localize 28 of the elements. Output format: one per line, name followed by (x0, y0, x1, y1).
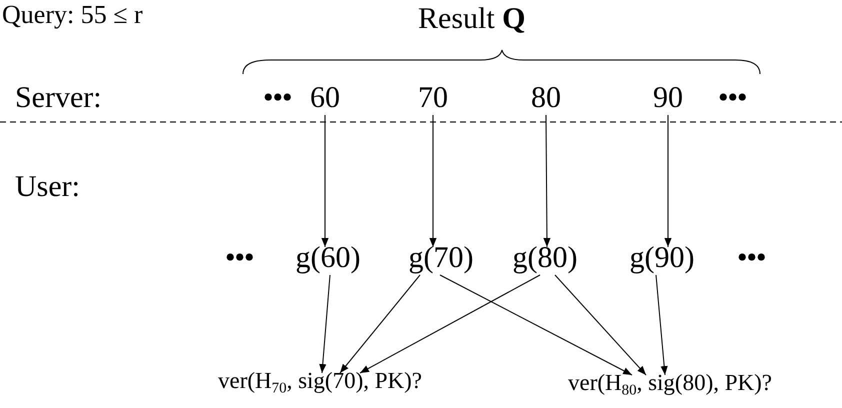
text-label: Result Q (418, 4, 526, 34)
arrow (340, 274, 420, 374)
value-text: g(80) (512, 243, 578, 273)
ellipsis-mark: ••• (718, 83, 747, 113)
arrow (664, 114, 672, 248)
arrow (543, 114, 551, 248)
arrow (319, 274, 330, 374)
text-label: Query: 55 ≤ r (2, 2, 143, 28)
verification-text: ver(H$_{70}$, sig(70), PK)? (218, 369, 422, 392)
value-text: 70 (418, 83, 448, 113)
arrow (429, 114, 437, 248)
arrow (656, 274, 668, 376)
value-text: g(90) (630, 243, 694, 273)
value-text: g(70) (408, 243, 474, 273)
ellipsis-mark: ••• (737, 243, 766, 273)
ellipsis-mark: ••• (225, 243, 254, 273)
value-text: 80 (531, 83, 561, 113)
text-label: Server: (15, 83, 102, 113)
value-text: 60 (310, 83, 340, 113)
arrow (360, 274, 540, 374)
arrow (321, 114, 329, 248)
arrow (440, 274, 632, 376)
ellipsis-mark: ••• (263, 83, 292, 113)
value-text: 90 (653, 83, 683, 113)
verification-text: ver(H$_{80}$, sig(80), PK)? (568, 371, 772, 394)
arrow (554, 274, 646, 376)
text-label: User: (15, 172, 80, 202)
value-text: g(60) (296, 243, 360, 273)
